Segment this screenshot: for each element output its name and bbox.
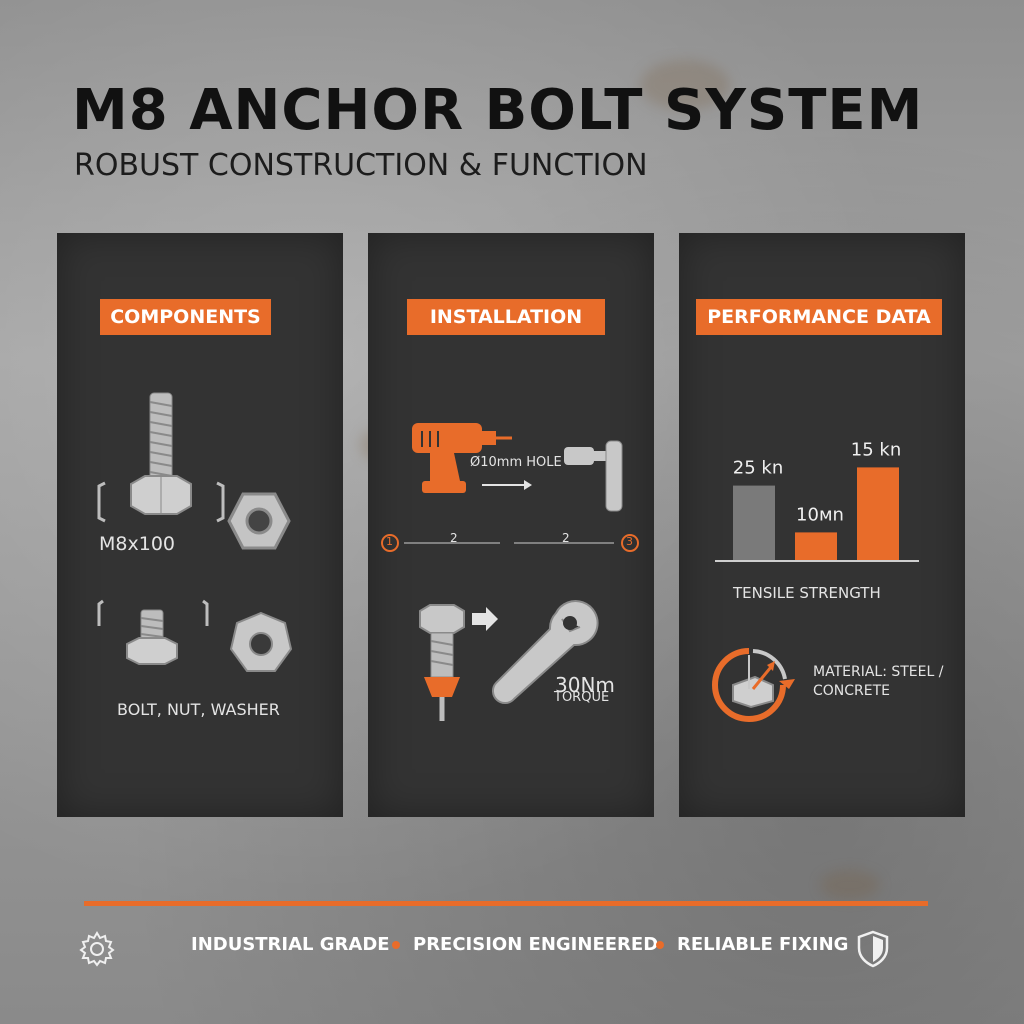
footer-divider (84, 901, 928, 906)
wrench-icon (491, 600, 599, 705)
installation-panel: INSTALLATION Ø10mm HOLE 1 2 2 3 (368, 233, 654, 817)
footer-separator (392, 941, 400, 949)
bar-1 (733, 485, 775, 561)
anchor-bolt-icon (419, 604, 498, 721)
bar-2 (795, 532, 837, 561)
shield-icon (857, 930, 889, 968)
rust-stain (640, 60, 730, 110)
footer-separator (656, 941, 664, 949)
installation-heading: INSTALLATION (407, 299, 605, 335)
drill-icon (412, 423, 512, 493)
torque-label: TORQUE (554, 690, 610, 705)
anchor-insert-icon (564, 440, 623, 512)
hole-label: Ø10mm HOLE (470, 455, 562, 470)
footer-item-reliable-fixing: RELIABLE FIXING (677, 934, 849, 955)
washer-icon (229, 611, 293, 672)
bolt-size-label: M8x100 (99, 533, 175, 555)
material-line-1: MATERIAL: STEEL / (813, 664, 944, 680)
bolt-icon (97, 392, 225, 523)
hex-nut-icon (227, 492, 291, 550)
step-2a: 2 (450, 531, 458, 545)
components-panel: COMPONENTS M8x100 BOLT, NUT, WASHER (57, 233, 343, 817)
chart-caption: TENSILE STRENGTH (733, 584, 881, 602)
components-heading: COMPONENTS (100, 299, 271, 335)
step-1: 1 (386, 535, 393, 548)
torque-value: 30Nm (555, 673, 615, 697)
gear-icon (79, 931, 115, 967)
bar-value-label-1: 25 kn (733, 458, 783, 479)
page-subtitle: ROBUST CONSTRUCTION & FUNCTION (74, 148, 648, 183)
bar-3 (857, 467, 899, 561)
bar-value-label-2: 10мn (796, 504, 844, 525)
footer-item-industrial-grade: INDUSTRIAL GRADE (191, 934, 390, 955)
tensile-chart: 25 kn 10мn 15 kn (715, 439, 919, 562)
material-cycle-icon (712, 648, 795, 722)
parts-caption: BOLT, NUT, WASHER (117, 700, 280, 719)
small-bolt-icon (97, 599, 209, 665)
performance-panel: PERFORMANCE DATA 25 kn 10мn 15 kn TENSILE … (679, 233, 965, 817)
rust-stain (820, 870, 880, 900)
performance-heading: PERFORMANCE DATA (696, 299, 942, 335)
step-2b: 2 (562, 531, 570, 545)
page-title: M8 ANCHOR BOLT SYSTEM (72, 78, 924, 143)
step-progress (381, 534, 639, 552)
material-line-2: CONCRETE (813, 683, 891, 699)
step-3: 3 (626, 535, 633, 548)
arrow-right-icon (482, 480, 532, 490)
footer-item-precision-engineered: PRECISION ENGINEERED (413, 934, 659, 955)
bar-value-label-3: 15 kn (851, 439, 901, 460)
